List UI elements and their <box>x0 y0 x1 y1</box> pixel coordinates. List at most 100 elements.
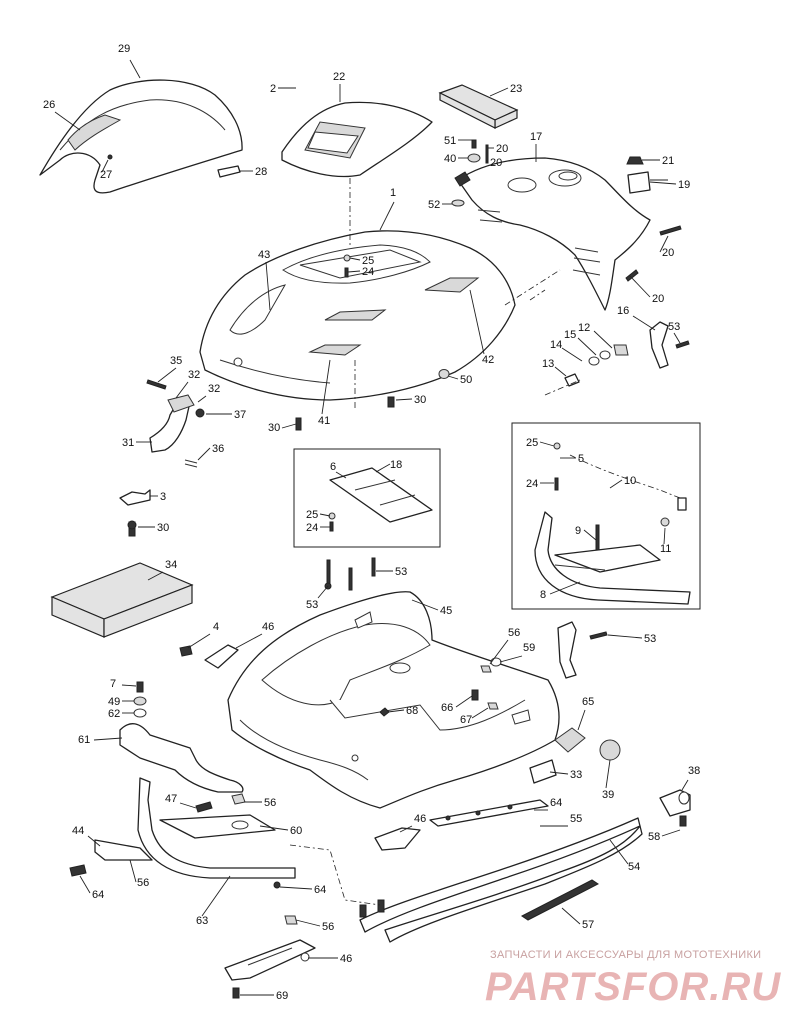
leader-line-c19 <box>649 181 677 185</box>
leader-line-c11 <box>663 527 666 545</box>
watermark-logo: PARTSFOR.RU <box>485 965 781 1009</box>
callout-label-20: 20 <box>496 143 508 155</box>
leader-line-c53b <box>317 585 329 599</box>
callout-label-20: 20 <box>652 293 664 305</box>
front-bumper-63 <box>69 777 296 889</box>
alignment-line-hood-side <box>504 269 561 306</box>
bracket-3 <box>119 489 151 506</box>
callout-label-29: 29 <box>118 43 130 55</box>
callout-label-46: 46 <box>262 621 274 633</box>
callout-label-20: 20 <box>662 247 674 259</box>
bottom-pan-45 <box>227 591 560 809</box>
callout-label-3: 3 <box>160 491 166 503</box>
leader-line-c67 <box>471 707 489 719</box>
callout-label-55: 55 <box>570 813 582 825</box>
callout-label-19: 19 <box>678 179 690 191</box>
leader-line-c35 <box>157 367 177 383</box>
inset-box-6-18 <box>293 448 441 548</box>
callout-label-62: 62 <box>108 708 120 720</box>
callout-label-7: 7 <box>110 678 116 690</box>
callout-label-54: 54 <box>628 861 640 873</box>
callout-label-31: 31 <box>122 437 134 449</box>
clip-28 <box>217 165 241 178</box>
callout-label-53: 53 <box>668 321 680 333</box>
leader-line-c25a <box>349 257 361 261</box>
gauge-support-17 <box>454 157 651 311</box>
bracket-53-right <box>557 621 608 679</box>
leader-line-c47 <box>179 802 197 809</box>
bumper-8 <box>534 442 691 605</box>
leader-line-c16 <box>632 315 656 331</box>
callout-label-20: 20 <box>490 157 502 169</box>
bracket-38 <box>659 789 691 827</box>
callout-label-16: 16 <box>617 305 629 317</box>
callout-label-66: 66 <box>441 702 453 714</box>
hardware-top-right <box>451 139 682 282</box>
leader-line-c64c <box>279 886 313 890</box>
leader-line-c4 <box>187 633 211 649</box>
leader-line-c66 <box>455 695 473 708</box>
leader-line-c7 <box>121 684 137 687</box>
callout-label-64: 64 <box>92 889 104 901</box>
leader-line-c56d <box>295 919 321 927</box>
callout-label-51: 51 <box>444 135 456 147</box>
callout-label-11: 11 <box>660 543 671 555</box>
leader-line-c63 <box>201 875 231 917</box>
callout-label-53: 53 <box>644 633 656 645</box>
callout-label-56: 56 <box>264 797 276 809</box>
callout-label-25: 25 <box>362 255 374 267</box>
plate-6-18 <box>328 467 433 532</box>
callout-label-14: 14 <box>550 339 562 351</box>
leader-line-c64b <box>79 875 91 894</box>
leader-line-c20d <box>629 275 651 298</box>
leader-line-c10 <box>609 479 623 489</box>
callout-label-64: 64 <box>550 797 562 809</box>
leader-line-c30b <box>281 423 297 429</box>
leader-line-c65 <box>577 709 586 731</box>
callout-label-9: 9 <box>575 525 581 537</box>
callout-label-42: 42 <box>482 354 494 366</box>
callout-label-30: 30 <box>157 522 169 534</box>
leader-line-c50 <box>447 375 459 380</box>
hinge-31 <box>146 379 205 468</box>
leader-line-c25b <box>319 513 331 517</box>
callout-label-32: 32 <box>208 383 220 395</box>
callout-label-57: 57 <box>582 919 594 931</box>
callout-label-56: 56 <box>137 877 149 889</box>
leader-line-c36 <box>197 447 211 461</box>
plate-33 <box>529 759 557 784</box>
callout-label-65: 65 <box>582 696 594 708</box>
watermark: ЗАПЧАСТИ И АКСЕССУАРЫ ДЛЯ МОТОТЕХНИКИ PA… <box>485 949 781 1009</box>
leader-line-c46b <box>399 825 413 833</box>
pan-hardware-53 <box>324 557 376 591</box>
leader-line-c27 <box>101 159 109 173</box>
callout-label-38: 38 <box>688 765 700 777</box>
skid-plate-46 <box>224 915 316 999</box>
leader-line-c20c <box>659 235 669 253</box>
leader-line-c56c <box>129 859 137 883</box>
callout-label-50: 50 <box>460 374 472 386</box>
callout-label-15: 15 <box>564 329 576 341</box>
callout-label-4: 4 <box>213 621 219 633</box>
callout-label-53: 53 <box>306 599 318 611</box>
leader-line-c68 <box>387 709 405 713</box>
callout-label-32: 32 <box>188 369 200 381</box>
leader-line-c44 <box>87 835 101 847</box>
callout-label-21: 21 <box>662 155 674 167</box>
cap-39 <box>599 739 621 761</box>
callout-label-27: 27 <box>100 169 112 181</box>
leader-line-c33 <box>549 771 569 775</box>
callout-label-39: 39 <box>602 789 614 801</box>
callout-label-56: 56 <box>508 627 520 639</box>
callout-label-56: 56 <box>322 921 334 933</box>
leader-line-c18 <box>375 463 391 473</box>
callout-label-35: 35 <box>170 355 182 367</box>
leader-line-c29 <box>129 59 141 79</box>
console-22 <box>281 101 433 178</box>
callout-label-34: 34 <box>165 559 177 571</box>
windshield <box>39 79 243 194</box>
callout-label-59: 59 <box>523 642 535 654</box>
callout-label-47: 47 <box>165 793 177 805</box>
runner-54 <box>359 817 643 943</box>
